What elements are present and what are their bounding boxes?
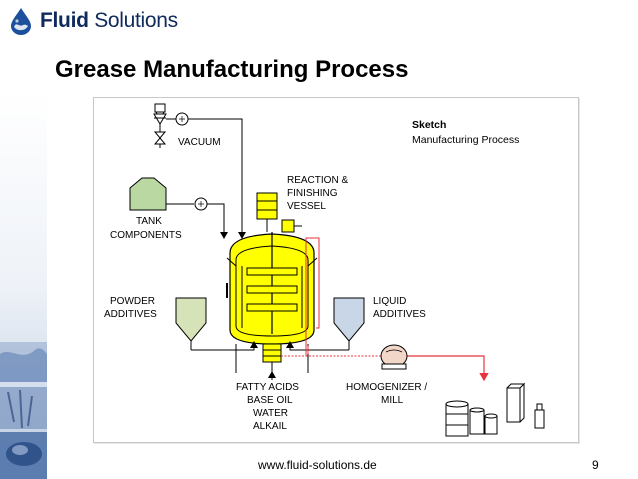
liquid-additives-hopper [286, 297, 365, 351]
feed-label-line2: BASE OIL [247, 395, 293, 406]
powder-label-line1: POWDER [110, 296, 155, 307]
powder-additives-hopper [175, 297, 258, 351]
feed-label-line3: WATER [253, 408, 288, 419]
homogenizer-label-line1: HOMOGENIZER / [346, 382, 427, 393]
tank-components [129, 177, 228, 239]
tank-label-line2: COMPONENTS [110, 230, 182, 241]
sketch-subtitle: Manufacturing Process [412, 134, 519, 146]
agitator-motor [256, 192, 302, 233]
reaction-finishing-vessel [226, 232, 318, 376]
powder-label-line2: ADDITIVES [104, 309, 157, 320]
feed-label-line1: FATTY ACIDS [236, 382, 299, 393]
storage-tank-icon [129, 177, 167, 211]
liquid-label-line1: LIQUID [373, 296, 406, 307]
homogenizer-mill [380, 344, 408, 370]
can-icon [484, 415, 498, 435]
brand-name: Fluid Solutions [40, 9, 178, 33]
page-title: Grease Manufacturing Process [55, 56, 409, 83]
vacuum-system [153, 103, 246, 239]
reactor-label-line3: VESSEL [287, 201, 326, 212]
brand-logo: Fluid Solutions [8, 6, 178, 36]
reactor-label-line1: REACTION & [287, 175, 348, 186]
homogenizer-label-line2: MILL [381, 395, 404, 406]
feed-label-line4: ALKAIL [253, 421, 287, 432]
water-drop-icon [11, 8, 31, 35]
liquid-label-line2: ADDITIVES [373, 309, 426, 320]
grease-process-diagram: Sketch Manufacturing Process VACUUM TANK [104, 103, 545, 437]
sketch-title: Sketch [412, 119, 446, 131]
vacuum-label: VACUUM [178, 137, 221, 148]
decorative-fluid-strip [0, 92, 47, 479]
reactor-label-line2: FINISHING [287, 188, 338, 199]
page-number: 9 [592, 458, 599, 472]
product-recirculation-line [281, 237, 489, 382]
pail-icon [469, 409, 485, 435]
process-diagram-panel: Sketch Manufacturing Process VACUUM TANK [93, 97, 579, 443]
cartridge-icon [506, 387, 521, 423]
footer-url: www.fluid-solutions.de [258, 458, 377, 472]
tube-icon [534, 409, 545, 429]
product-containers [445, 382, 545, 437]
tank-label-line1: TANK [136, 216, 162, 227]
drum-icon [445, 403, 469, 437]
brand-name-bold: Fluid [40, 9, 89, 32]
brand-name-light: Solutions [88, 9, 178, 32]
